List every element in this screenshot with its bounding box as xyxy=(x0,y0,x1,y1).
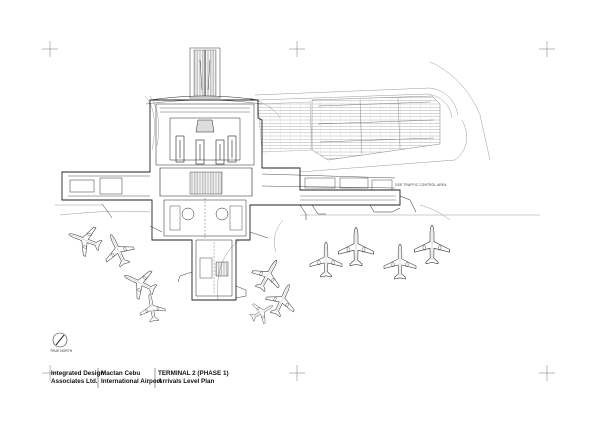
crop-marks xyxy=(42,41,555,381)
title-block-dividers xyxy=(97,368,156,388)
terminal-building xyxy=(61,95,417,301)
north-arrow-label: TRUE NORTH xyxy=(50,349,73,353)
car-park xyxy=(257,95,441,161)
approach-ramp xyxy=(189,47,221,99)
firm-line-2: Associates Ltd. xyxy=(51,378,98,385)
parked-aircraft xyxy=(63,219,450,328)
title-block-firm: Integrated Design Associates Ltd. xyxy=(51,370,104,386)
site-roads xyxy=(55,61,540,301)
gse-area-label: GSE TRAFFIC CONTROL AREA xyxy=(395,183,447,187)
project-line-2: International Airport xyxy=(101,378,162,385)
firm-line-1: Integrated Design xyxy=(51,370,105,377)
north-arrow xyxy=(52,332,68,348)
title-block-project: Mactan Cebu International Airport xyxy=(101,370,161,386)
project-line-1: Mactan Cebu xyxy=(101,370,141,377)
sheet-title: TERMINAL 2 (PHASE 1) xyxy=(158,370,229,377)
title-block-sheet: TERMINAL 2 (PHASE 1) Arrivals Level Plan xyxy=(158,370,229,386)
sheet-subtitle: Arrivals Level Plan xyxy=(158,378,215,385)
